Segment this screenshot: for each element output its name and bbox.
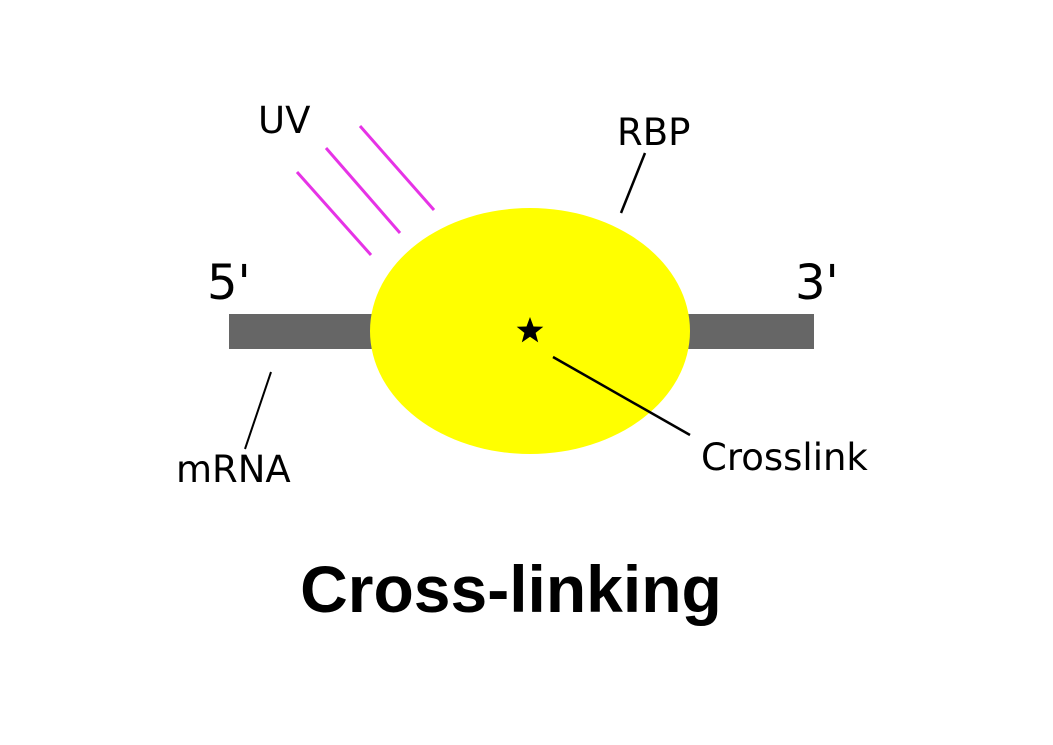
crosslink-pointer-line: [552, 355, 691, 437]
diagram-title: Cross-linking: [300, 552, 722, 626]
five-prime-label: 5': [207, 255, 251, 311]
uv-label: UV: [258, 99, 310, 142]
rbp-label: RBP: [617, 111, 690, 154]
uv-ray: [324, 147, 402, 234]
uv-ray: [358, 125, 436, 211]
uv-rays: [295, 125, 436, 256]
crosslink-label: Crosslink: [701, 436, 868, 479]
star-icon: [516, 317, 544, 343]
rbp-pointer-line: [619, 152, 647, 214]
mrna-label: mRNA: [176, 448, 291, 491]
mrna-pointer-line: [244, 371, 272, 450]
three-prime-label: 3': [795, 255, 839, 311]
uv-ray: [295, 171, 373, 256]
